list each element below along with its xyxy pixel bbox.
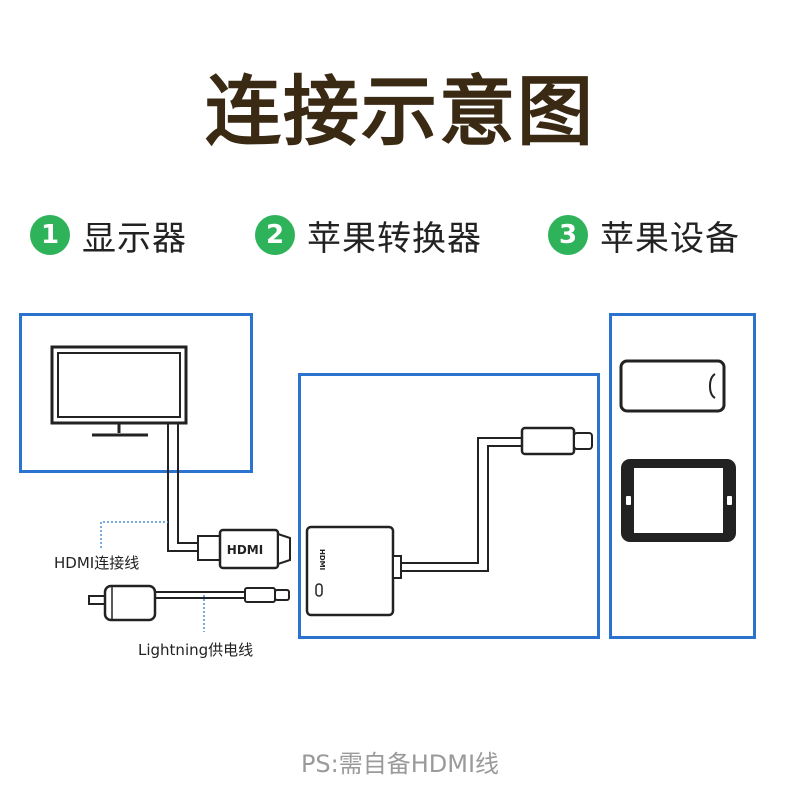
hdmi-plug-icon [197, 528, 291, 570]
note-text: PS:需自备HDMI线 [300, 750, 500, 778]
hdmi-cable [167, 423, 200, 552]
device-box [609, 313, 756, 639]
adapter-hdmi-port-label: HDMI [318, 549, 326, 570]
legend-label: 苹果设备 [600, 218, 740, 259]
monitor-box [19, 313, 253, 473]
hdmi-plug-label: HDMI [227, 543, 263, 557]
legend-item-device: 3 苹果设备 [548, 210, 740, 260]
legend-label: 显示器 [82, 218, 187, 259]
adapter-cable [401, 437, 522, 572]
legend-label: 苹果转换器 [307, 218, 482, 259]
adapter-box [298, 373, 600, 639]
monitor-icon [50, 345, 188, 437]
page-title: 连接示意图 [205, 67, 595, 156]
hdmi-cable-label: HDMI连接线 [54, 554, 140, 572]
hdmi-label-leader [100, 521, 168, 548]
legend-item-adapter: 2 苹果转换器 [255, 210, 482, 260]
iphone-icon [619, 359, 726, 413]
step-number-badge: 1 [30, 215, 70, 255]
lightning-power-cable [155, 591, 245, 599]
legend-item-monitor: 1 显示器 [30, 210, 187, 260]
step-number-badge: 2 [255, 215, 295, 255]
ipad-icon [621, 459, 736, 542]
lightning-cable-label: Lightning供电线 [138, 641, 254, 659]
lightning-plug-icon [244, 587, 290, 603]
step-number-badge: 3 [548, 215, 588, 255]
power-brick-icon [88, 584, 157, 622]
adapter-lightning-plug-icon [520, 426, 593, 456]
adapter-icon [305, 525, 402, 617]
